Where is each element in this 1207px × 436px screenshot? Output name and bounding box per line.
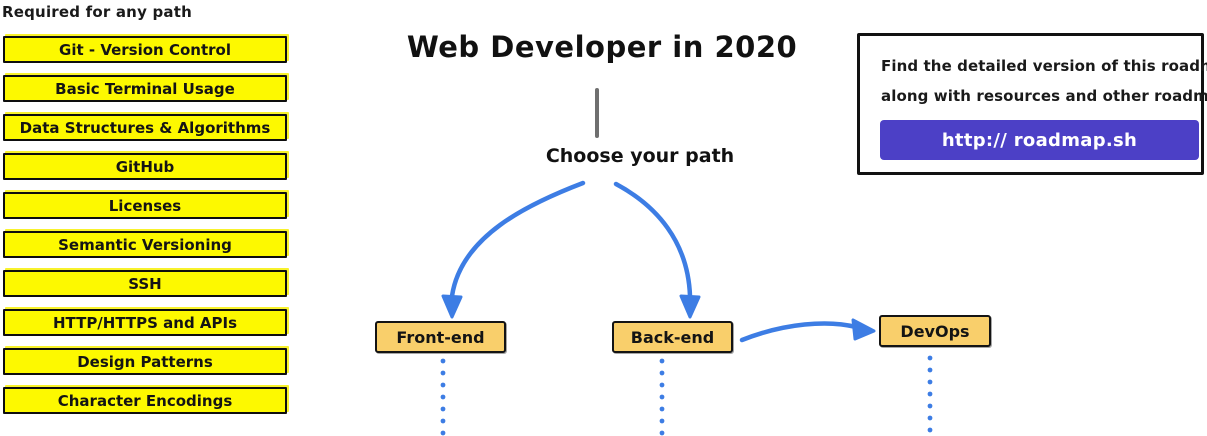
info-box: Find the detailed version of this roadma… xyxy=(857,33,1207,175)
roadmap-link-button[interactable]: http:// roadmap.sh xyxy=(880,120,1199,160)
page-title: Web Developer in 2020 xyxy=(406,30,798,64)
required-topics-list: Git - Version Control Basic Terminal Usa… xyxy=(3,36,287,414)
topic-git-version-control[interactable]: Git - Version Control xyxy=(3,36,287,63)
node-back-end[interactable]: Back-end xyxy=(612,321,733,353)
choose-path-label: Choose your path xyxy=(545,145,735,167)
info-text-line1: Find the detailed version of this roadma… xyxy=(881,57,1207,75)
topic-github[interactable]: GitHub xyxy=(3,153,287,180)
topic-basic-terminal-usage[interactable]: Basic Terminal Usage xyxy=(3,75,287,102)
node-devops[interactable]: DevOps xyxy=(879,315,991,347)
topic-data-structures-algorithms[interactable]: Data Structures & Algorithms xyxy=(3,114,287,141)
info-text-line2: along with resources and other roadmaps xyxy=(881,87,1207,105)
topic-ssh[interactable]: SSH xyxy=(3,270,287,297)
topic-design-patterns[interactable]: Design Patterns xyxy=(3,348,287,375)
topic-http-https-apis[interactable]: HTTP/HTTPS and APIs xyxy=(3,309,287,336)
node-front-end[interactable]: Front-end xyxy=(375,321,506,353)
sidebar-heading: Required for any path xyxy=(2,3,192,21)
title-divider-line xyxy=(595,88,599,138)
topic-character-encodings[interactable]: Character Encodings xyxy=(3,387,287,414)
topic-licenses[interactable]: Licenses xyxy=(3,192,287,219)
topic-semantic-versioning[interactable]: Semantic Versioning xyxy=(3,231,287,258)
